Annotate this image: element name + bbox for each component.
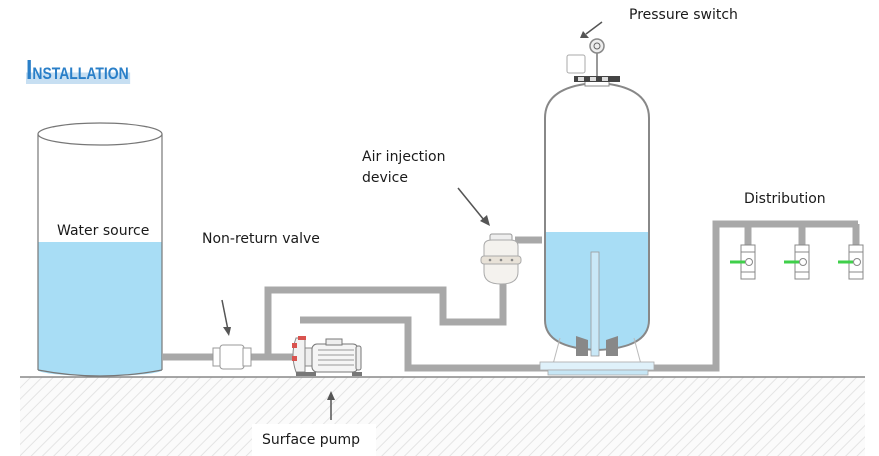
arrow-head-icon bbox=[327, 391, 335, 400]
label-water-source: Water source bbox=[57, 223, 150, 239]
label-pressure-switch: Pressure switch bbox=[629, 7, 738, 23]
pressure-switch bbox=[566, 38, 605, 76]
label-air-injection-line2: device bbox=[362, 170, 408, 186]
pipes bbox=[162, 220, 860, 372]
pressure-tank bbox=[539, 76, 655, 376]
ground bbox=[20, 377, 865, 456]
distribution-valve bbox=[784, 244, 810, 280]
label-air-injection-line1: Air injection bbox=[362, 149, 446, 165]
label-surface-pump: Surface pump bbox=[262, 432, 361, 448]
pressure-switch-arrow bbox=[585, 21, 603, 35]
air-injection-device bbox=[480, 233, 522, 285]
pump-label-background bbox=[252, 424, 376, 456]
surface-pump bbox=[292, 336, 362, 376]
label-distribution: Distribution bbox=[744, 191, 826, 207]
air-injection-arrow bbox=[457, 187, 485, 221]
title-first-letter: I bbox=[26, 54, 33, 85]
label-non-return-valve: Non-return valve bbox=[202, 231, 320, 247]
arrow-head-icon bbox=[480, 215, 490, 226]
arrow-head-icon bbox=[223, 327, 231, 336]
arrow-head-icon bbox=[580, 31, 589, 38]
non-return-valve bbox=[212, 344, 252, 370]
distribution-valve bbox=[730, 244, 756, 280]
non-return-valve-arrow bbox=[221, 299, 229, 331]
title-rest: NSTALLATION bbox=[32, 64, 129, 83]
page-title: INSTALLATION bbox=[26, 56, 131, 84]
water-source-tank bbox=[37, 122, 163, 377]
distribution-valve bbox=[838, 244, 864, 280]
